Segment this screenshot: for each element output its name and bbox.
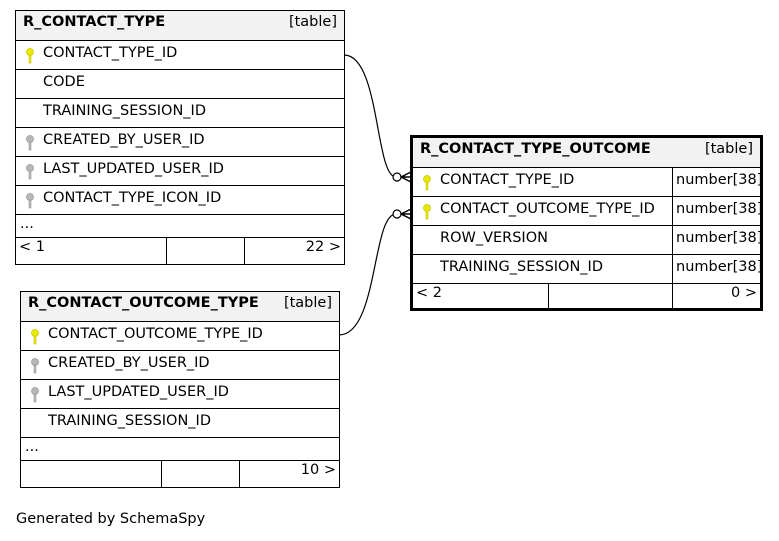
column-row[interactable]: CONTACT_OUTCOME_TYPE_ID [21,321,339,351]
edge-crowfoot-1 [400,171,412,183]
column-row[interactable]: TRAINING_SESSION_ID [21,408,339,438]
primary-key-icon [31,329,39,345]
divider [672,197,673,226]
foreign-key-icon [31,358,39,374]
table-header: R_CONTACT_OUTCOME_TYPE [table] [21,292,339,322]
children-link[interactable]: 22 > [305,239,341,255]
edge-contact-type-to-outcome [343,54,405,178]
table-name[interactable]: R_CONTACT_OUTCOME_TYPE [28,295,259,311]
divider [166,238,167,264]
ellipsis: ... [25,439,39,455]
primary-key-icon [423,204,431,220]
column-name: CONTACT_OUTCOME_TYPE_ID [440,201,655,217]
column-row[interactable]: CREATED_BY_USER_ID [21,350,339,380]
column-name: LAST_UPDATED_USER_ID [43,161,224,177]
column-type: number[38] [676,259,763,275]
column-name: TRAINING_SESSION_ID [43,103,206,119]
column-row[interactable]: CONTACT_TYPE_ID number[38] [413,167,763,197]
table-r-contact-outcome-type[interactable]: R_CONTACT_OUTCOME_TYPE [table] CONTACT_O… [20,291,340,488]
parents-link[interactable]: < 2 [416,285,442,301]
divider [548,284,549,308]
foreign-key-icon [26,193,34,209]
table-name[interactable]: R_CONTACT_TYPE [23,14,166,30]
divider [672,168,673,197]
relationship-nav-row: < 1 22 > [16,237,344,264]
column-name: LAST_UPDATED_USER_ID [48,384,229,400]
column-name: TRAINING_SESSION_ID [440,259,603,275]
primary-key-icon [423,175,431,191]
edge-outcome-type-to-outcome [338,213,405,336]
column-name: CONTACT_TYPE_ID [440,172,575,188]
table-header: R_CONTACT_TYPE [table] [16,11,344,41]
edge-end-circle-2 [392,209,402,219]
column-name: CONTACT_TYPE_ICON_ID [43,190,222,206]
column-name: ROW_VERSION [440,230,548,246]
more-columns-row: ... [21,437,339,461]
divider [672,226,673,255]
table-name[interactable]: R_CONTACT_TYPE_OUTCOME [420,141,651,157]
column-row[interactable]: CONTACT_TYPE_ID [16,40,344,70]
table-r-contact-type[interactable]: R_CONTACT_TYPE [table] CONTACT_TYPE_ID C… [15,10,345,265]
foreign-key-icon [26,164,34,180]
divider [672,284,673,308]
column-name: CREATED_BY_USER_ID [48,355,210,371]
relationship-nav-row: 10 > [21,460,339,487]
children-link[interactable]: 10 > [300,462,336,478]
column-name: CONTACT_TYPE_ID [43,45,178,61]
table-kind: [table] [704,141,753,157]
edge-crowfoot-2 [400,208,412,220]
divider [244,238,245,264]
column-name: CODE [43,74,85,90]
column-row[interactable]: TRAINING_SESSION_ID [16,98,344,128]
column-row[interactable]: CREATED_BY_USER_ID [16,127,344,157]
divider [672,255,673,284]
foreign-key-icon [26,135,34,151]
column-name: CREATED_BY_USER_ID [43,132,205,148]
column-name: CONTACT_OUTCOME_TYPE_ID [48,326,263,342]
column-name: TRAINING_SESSION_ID [48,413,211,429]
column-row[interactable]: CODE [16,69,344,99]
edge-end-circle-1 [392,172,402,182]
generated-by-footer: Generated by SchemaSpy [16,511,206,527]
column-row[interactable]: TRAINING_SESSION_ID number[38] [413,254,763,284]
children-link[interactable]: 0 > [731,285,757,301]
column-row[interactable]: LAST_UPDATED_USER_ID [21,379,339,409]
column-type: number[38] [676,172,763,188]
divider [161,461,162,487]
column-row[interactable]: LAST_UPDATED_USER_ID [16,156,344,186]
column-row[interactable]: CONTACT_TYPE_ICON_ID [16,185,344,215]
foreign-key-icon [31,387,39,403]
table-header: R_CONTACT_TYPE_OUTCOME [table] [413,138,760,168]
column-type: number[38] [676,201,763,217]
more-columns-row: ... [16,214,344,238]
column-row[interactable]: CONTACT_OUTCOME_TYPE_ID number[38] [413,196,763,226]
parents-link[interactable]: < 1 [19,239,45,255]
table-kind: [table] [288,14,337,30]
table-r-contact-type-outcome[interactable]: R_CONTACT_TYPE_OUTCOME [table] CONTACT_T… [410,135,763,311]
ellipsis: ... [20,216,34,232]
relationship-nav-row: < 2 0 > [413,283,760,308]
column-type: number[38] [676,230,763,246]
primary-key-icon [26,48,34,64]
divider [239,461,240,487]
table-kind: [table] [283,295,332,311]
column-row[interactable]: ROW_VERSION number[38] [413,225,763,255]
